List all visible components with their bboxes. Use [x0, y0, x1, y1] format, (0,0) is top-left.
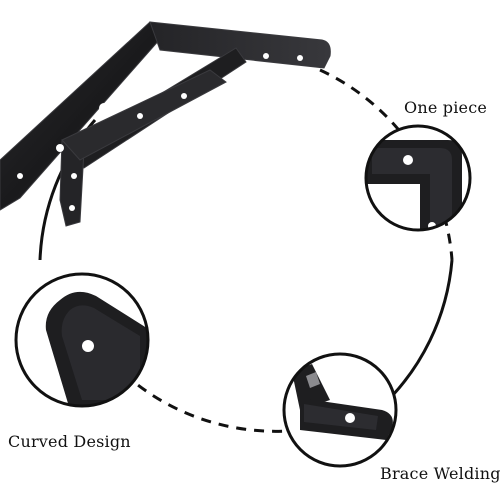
label-one-piece: One piece	[404, 98, 488, 117]
detail-curved-design	[14, 272, 150, 408]
label-curved-design: Curved Design	[8, 432, 131, 451]
shelf-bracket	[0, 21, 331, 227]
label-brace-welding: Brace Welding	[380, 464, 500, 483]
detail-one-piece	[364, 124, 472, 232]
detail-brace-welding	[282, 352, 398, 468]
